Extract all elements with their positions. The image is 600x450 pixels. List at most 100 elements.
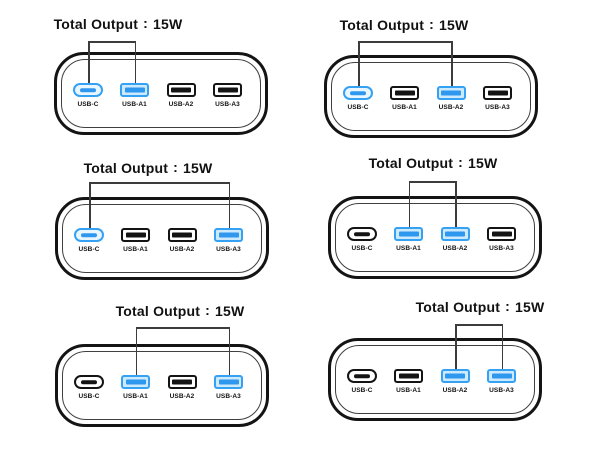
usb-a-jack-icon: [440, 369, 470, 383]
usb-a-pin-bar: [398, 373, 419, 379]
port-usb-a1: USB-A1: [113, 83, 157, 108]
connector-line-horizontal: [135, 327, 230, 329]
title-colon: :: [205, 302, 211, 318]
title-colon: :: [458, 154, 464, 170]
port-label: USB-A2: [169, 393, 195, 400]
usb-c-pin-bar: [350, 91, 366, 95]
usb-a-jack-icon: [483, 86, 512, 100]
usb-a-pin-bar: [394, 90, 415, 96]
power-bank-body: USB-C USB-A1 USB-A2 USB-A3: [328, 196, 542, 279]
port-label: USB-A1: [396, 387, 421, 394]
title-text: Total Output: [53, 16, 139, 32]
title-text: Total Output: [115, 303, 201, 319]
usb-c-jack-icon: [347, 227, 377, 241]
usb-a-pin-bar: [125, 379, 146, 385]
title-wattage: 15W: [515, 299, 545, 315]
usb-c-pin-bar: [354, 232, 370, 236]
connector-line-horizontal: [88, 41, 136, 43]
connector-line-horizontal: [408, 181, 457, 183]
usb-c-jack-icon: [343, 86, 373, 100]
usb-a-jack-icon: [394, 227, 423, 241]
title-wattage: 15W: [215, 303, 245, 319]
port-label: USB-C: [351, 245, 373, 252]
port-label: USB-A2: [438, 104, 464, 111]
usb-a-jack-icon: [390, 86, 419, 100]
usb-a-pin-bar: [218, 232, 239, 238]
total-output-title: Total Output:15W: [33, 15, 203, 32]
title-text: Total Output: [415, 299, 501, 315]
port-usb-a2: USB-A2: [160, 228, 204, 253]
port-usb-a3: USB-A3: [206, 83, 250, 108]
port-usb-a2: USB-A2: [433, 227, 477, 252]
device-inner-outline: [62, 351, 262, 420]
usb-a-pin-bar: [218, 379, 239, 385]
port-label: USB-A3: [215, 101, 240, 108]
connector-line-vertical: [501, 324, 503, 369]
port-label: USB-A2: [168, 101, 194, 108]
usb-a-pin-bar: [125, 232, 146, 238]
usb-a-jack-icon: [121, 375, 150, 389]
usb-a-pin-bar: [445, 373, 465, 379]
port-usb-a3: USB-A3: [476, 86, 520, 111]
usb-a-pin-bar: [172, 232, 192, 238]
connector-line-vertical: [89, 182, 91, 228]
port-label: USB-A1: [123, 393, 148, 400]
usb-a-jack-icon: [440, 227, 470, 241]
title-colon: :: [173, 159, 179, 175]
total-output-title: Total Output:15W: [348, 154, 518, 171]
port-label: USB-A3: [216, 393, 241, 400]
connector-line-vertical: [135, 327, 137, 375]
port-usb-a2: USB-A2: [159, 83, 203, 108]
connector-line-horizontal: [455, 324, 503, 326]
port-label: USB-A1: [123, 246, 148, 253]
power-bank-body: USB-C USB-A1 USB-A2 USB-A3: [324, 55, 538, 138]
usb-a-jack-icon: [436, 86, 466, 100]
port-label: USB-A3: [489, 387, 514, 394]
usb-c-jack-icon: [347, 369, 377, 383]
usb-c-pin-bar: [81, 233, 97, 237]
usb-a-jack-icon: [167, 375, 197, 389]
port-label: USB-A3: [485, 104, 510, 111]
port-usb-a3: USB-A3: [480, 227, 524, 252]
port-label: USB-A1: [392, 104, 417, 111]
port-label: USB-A2: [442, 245, 468, 252]
port-usb-a2: USB-A2: [429, 86, 473, 111]
title-text: Total Output: [368, 155, 454, 171]
power-bank-body: USB-C USB-A1 USB-A2 USB-A3: [55, 344, 269, 427]
port-usb-c: USB-C: [66, 83, 110, 108]
total-output-title: Total Output:15W: [395, 298, 565, 315]
connector-line-vertical: [228, 182, 230, 228]
usb-a-jack-icon: [487, 227, 516, 241]
title-colon: :: [143, 15, 149, 31]
port-label: USB-A3: [216, 246, 241, 253]
title-text: Total Output: [339, 17, 425, 33]
port-usb-c: USB-C: [340, 227, 384, 252]
port-label: USB-C: [347, 104, 369, 111]
usb-a-jack-icon: [487, 369, 516, 383]
power-bank-body: USB-C USB-A1 USB-A2 USB-A3: [328, 338, 542, 421]
usb-c-pin-bar: [80, 88, 96, 92]
port-usb-c: USB-C: [67, 228, 111, 253]
port-usb-a1: USB-A1: [387, 227, 431, 252]
usb-a-pin-bar: [491, 231, 512, 237]
title-text: Total Output: [83, 160, 169, 176]
usb-a-pin-bar: [124, 87, 145, 93]
port-label: USB-C: [77, 101, 99, 108]
port-label: USB-C: [78, 393, 100, 400]
port-usb-a1: USB-A1: [387, 369, 431, 394]
power-bank-body: USB-C USB-A1 USB-A2 USB-A3: [55, 197, 269, 280]
port-label: USB-C: [351, 387, 373, 394]
port-label: USB-C: [78, 246, 100, 253]
usb-a-pin-bar: [172, 379, 192, 385]
usb-a-jack-icon: [166, 83, 196, 97]
device-inner-outline: [335, 345, 535, 414]
port-usb-a1: USB-A1: [114, 375, 158, 400]
port-usb-c: USB-C: [336, 86, 380, 111]
port-usb-c: USB-C: [67, 375, 111, 400]
usb-a-pin-bar: [398, 231, 419, 237]
total-output-title: Total Output:15W: [319, 16, 489, 33]
device-inner-outline: [331, 62, 531, 131]
port-usb-a3: USB-A3: [207, 375, 251, 400]
port-usb-a2: USB-A2: [433, 369, 477, 394]
port-usb-a3: USB-A3: [207, 228, 251, 253]
